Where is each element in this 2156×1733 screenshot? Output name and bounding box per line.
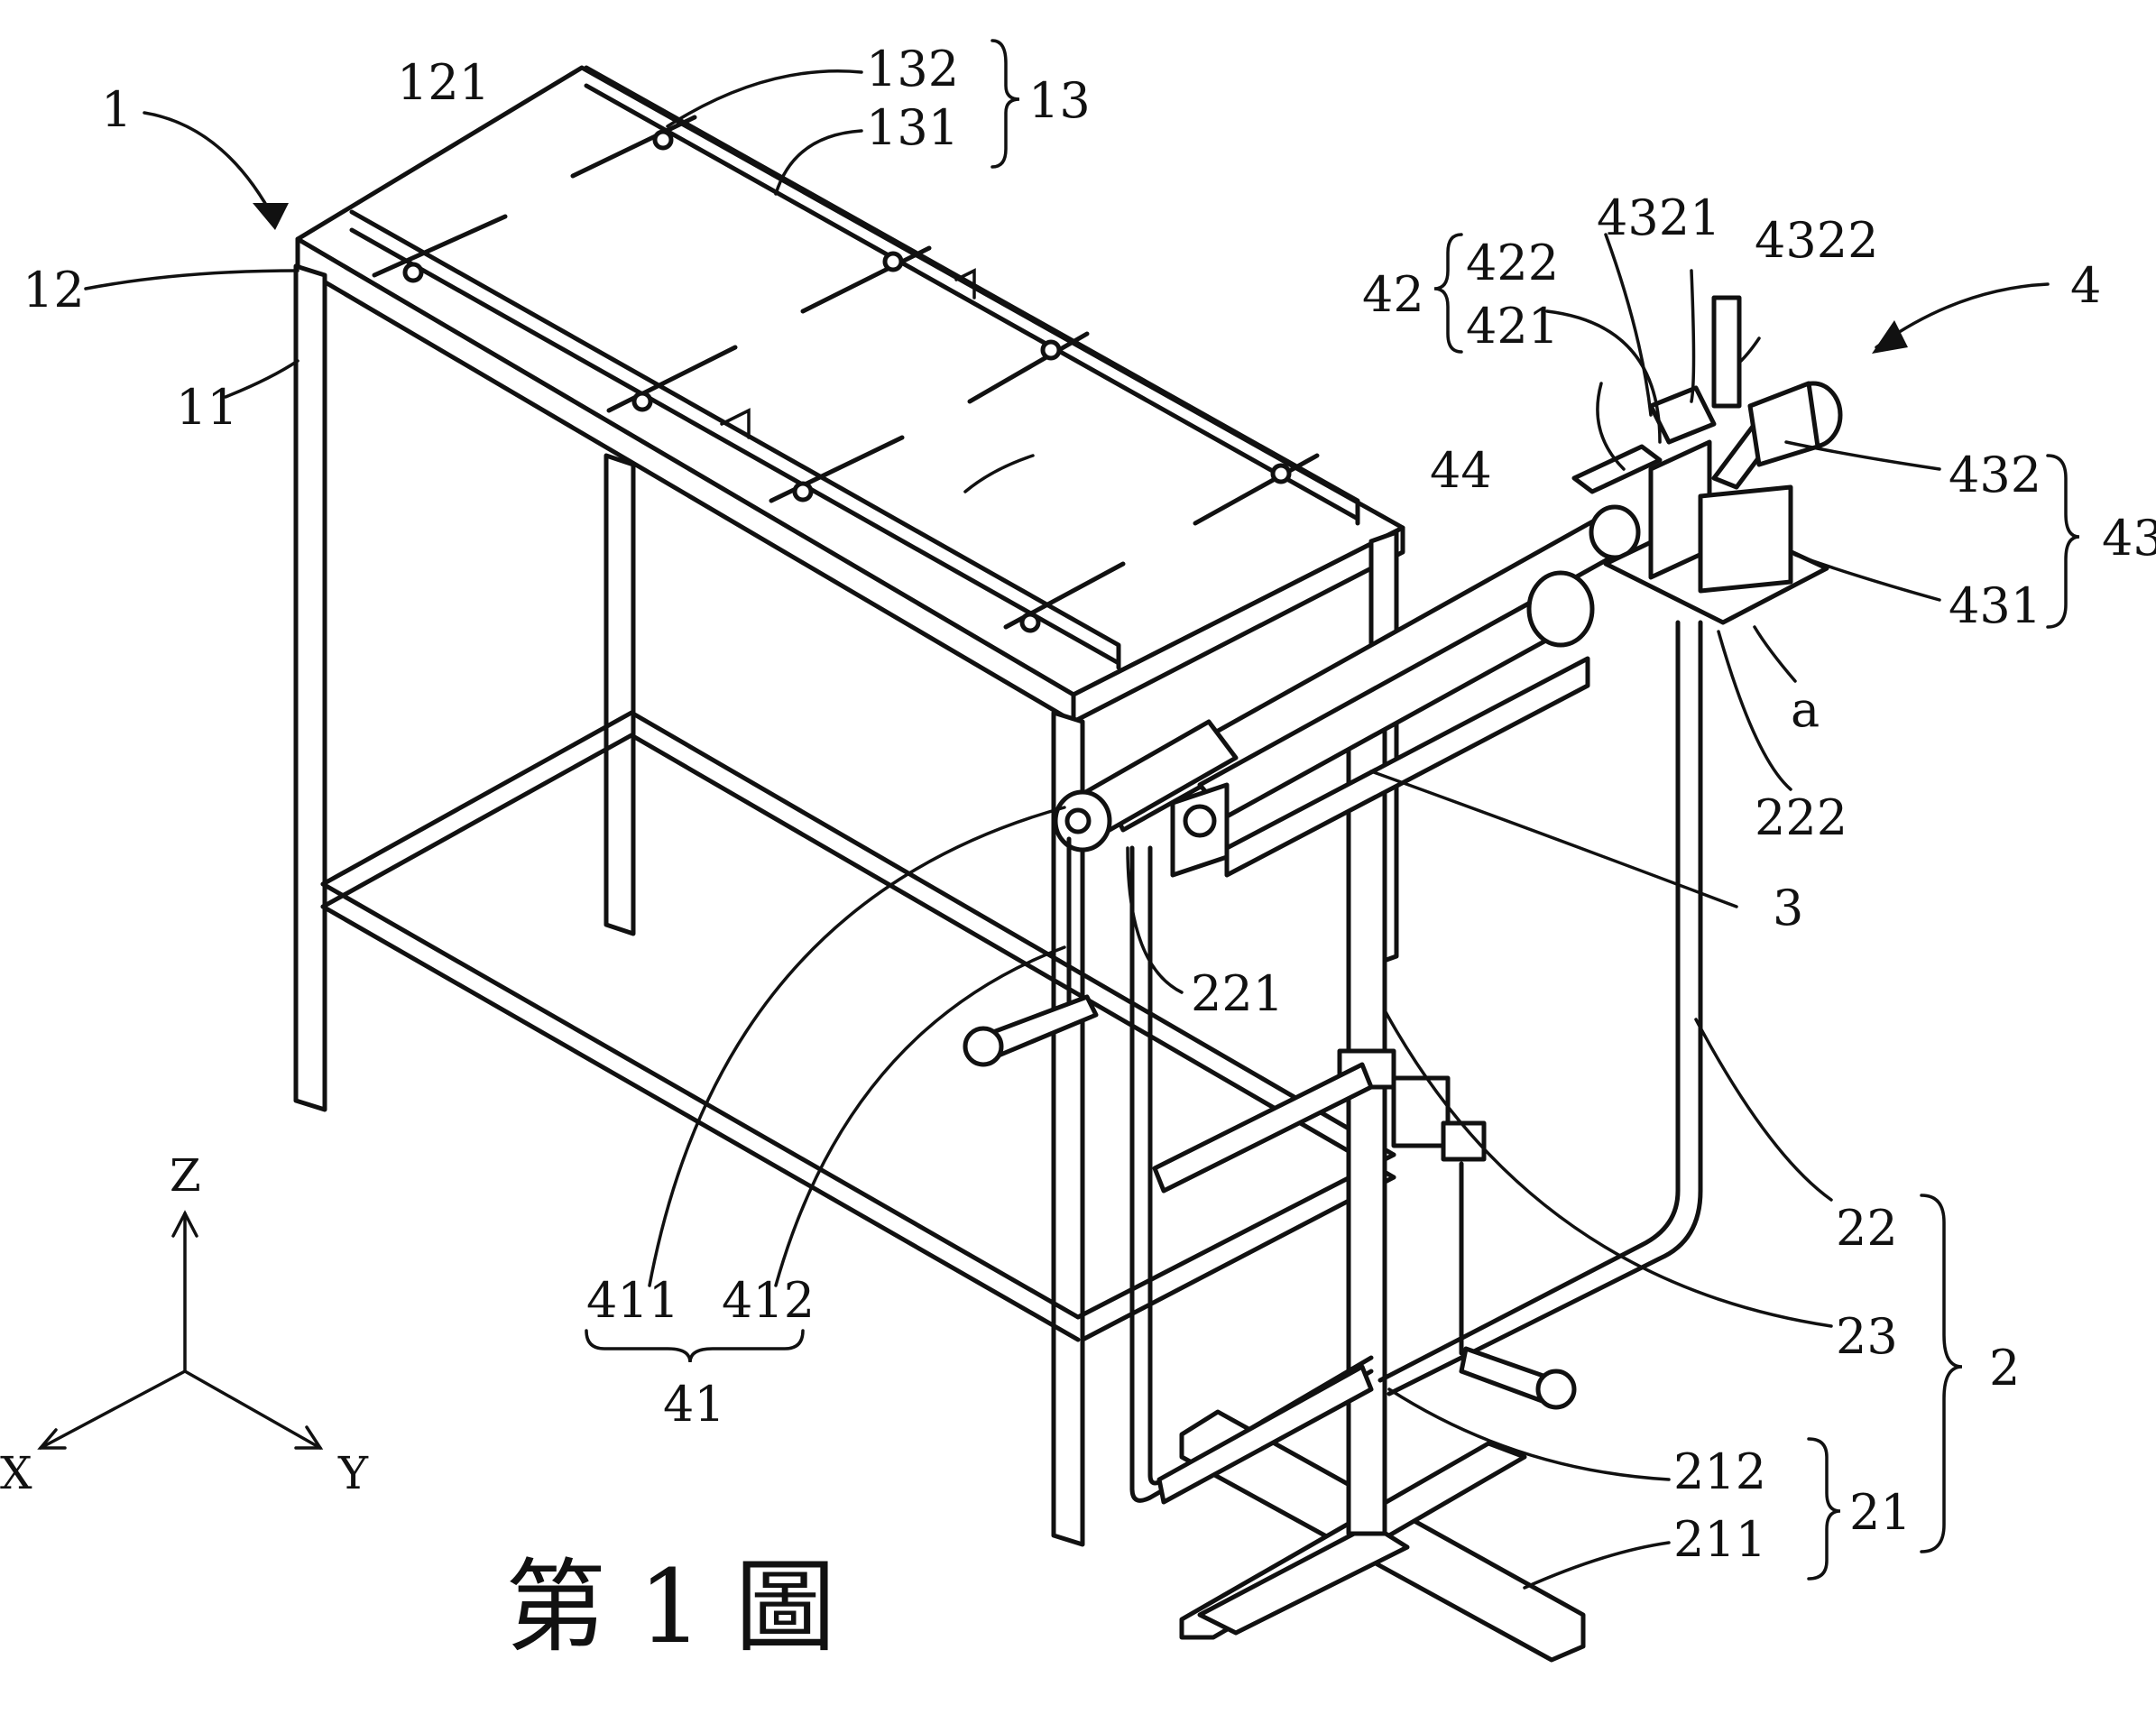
roller-tray — [1224, 656, 1590, 878]
label-131: 131 — [866, 99, 959, 156]
label-44: 44 — [1430, 442, 1492, 499]
table-frame — [293, 65, 1405, 1547]
clamp-jaw-422 — [1571, 444, 1663, 494]
label-412: 412 — [722, 1272, 815, 1329]
front-crossbar — [1156, 1364, 1374, 1505]
clamp-body-431 — [1698, 484, 1793, 594]
rail-back — [584, 83, 1360, 521]
base-bar-c — [1197, 1522, 1410, 1636]
clamp-link-4321 — [1648, 385, 1717, 445]
label-42: 42 — [1362, 266, 1424, 323]
roller-assembly — [963, 504, 1641, 1410]
label-421: 421 — [1466, 298, 1559, 355]
axis-z-label: Z — [170, 1149, 201, 1202]
label-4321: 4321 — [1597, 189, 1720, 246]
label-422: 422 — [1466, 235, 1559, 291]
figure-caption: 第 1 圖 — [505, 1549, 835, 1666]
leader-lines — [84, 69, 2050, 1590]
label-a: a — [1791, 681, 1820, 738]
table-top-plate — [295, 65, 1405, 697]
label-432: 432 — [1949, 447, 2041, 503]
label-22: 22 — [1836, 1200, 1898, 1257]
clamp-pipe-body — [1747, 381, 1820, 467]
label-13: 13 — [1028, 72, 1091, 129]
label-23: 23 — [1836, 1308, 1898, 1365]
label-21: 21 — [1849, 1484, 1912, 1541]
roller-stand — [1129, 620, 1703, 1663]
adjust-knob — [1441, 1120, 1487, 1162]
rail-back-lip — [584, 65, 1360, 526]
label-11: 11 — [176, 379, 238, 436]
label-411: 411 — [586, 1272, 679, 1329]
label-43: 43 — [2102, 510, 2156, 567]
label-211: 211 — [1673, 1511, 1766, 1568]
label-431: 431 — [1949, 577, 2041, 634]
axis-x-label: X — [0, 1447, 32, 1499]
clamp-unit — [1571, 295, 1843, 625]
label-221: 221 — [1191, 965, 1284, 1022]
stand-post — [1346, 710, 1387, 1536]
label-2: 2 — [1989, 1340, 2020, 1397]
label-41: 41 — [663, 1376, 725, 1433]
adjust-block — [1391, 1075, 1451, 1148]
clip-bars — [372, 115, 1320, 633]
axis-y-label: Y — [337, 1447, 369, 1499]
label-222: 222 — [1755, 789, 1847, 846]
side-crossbar — [1152, 1062, 1374, 1194]
axis-triad: Z X Y — [0, 1149, 369, 1499]
rail-middle-gap-2 — [954, 268, 976, 300]
frame-tube — [1129, 620, 1703, 1503]
label-212: 212 — [1673, 1443, 1766, 1500]
rail-front — [349, 227, 1121, 666]
reference-labels: 1 121 132 131 13 12 11 42 422 421 4321 4… — [23, 41, 2156, 1568]
label-121: 121 — [397, 54, 490, 111]
label-12: 12 — [23, 262, 85, 318]
rail-middle-gap — [720, 408, 751, 439]
label-3: 3 — [1773, 880, 1803, 936]
label-1: 1 — [101, 81, 132, 138]
braces — [585, 39, 2080, 1581]
label-132: 132 — [866, 41, 959, 97]
rail-front-lip — [349, 209, 1121, 670]
table-top-side-edge — [1071, 525, 1405, 724]
label-4322: 4322 — [1755, 212, 1878, 269]
label-4: 4 — [2070, 257, 2101, 314]
clamp-handle-4322 — [1711, 295, 1742, 409]
